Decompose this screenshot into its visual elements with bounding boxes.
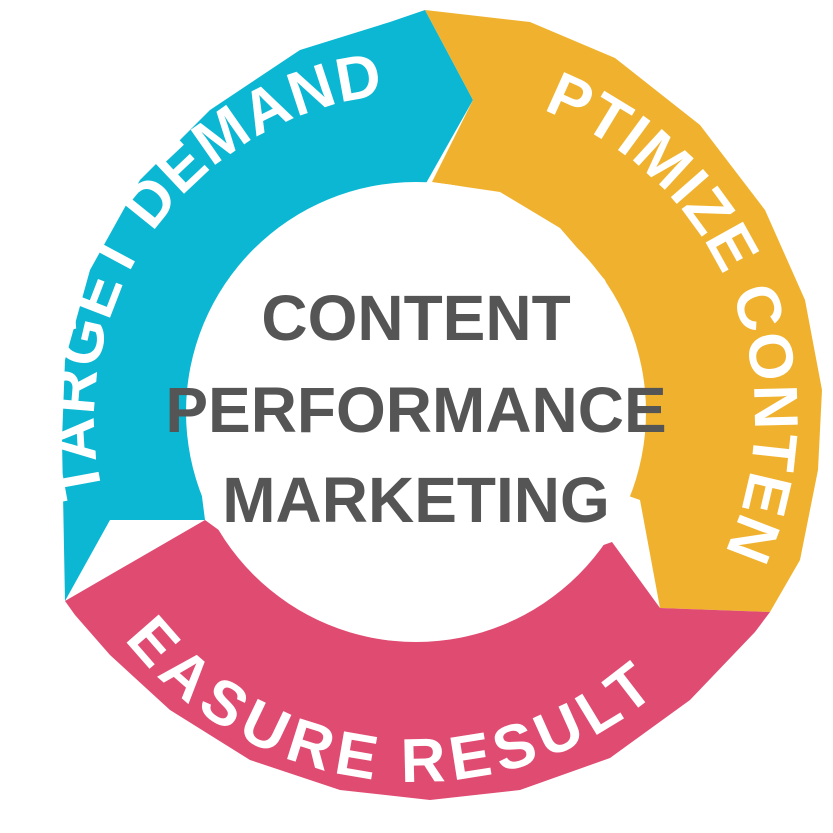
center-line-2: PERFORMANCE [165, 374, 666, 446]
center-line-1: CONTENT [261, 282, 570, 354]
segment-target-demand [62, 10, 473, 601]
center-disc [186, 182, 646, 642]
segment-measure-results [65, 520, 770, 800]
segment-optimize-content [425, 10, 822, 612]
center-line-3: MARKETING [222, 464, 610, 536]
